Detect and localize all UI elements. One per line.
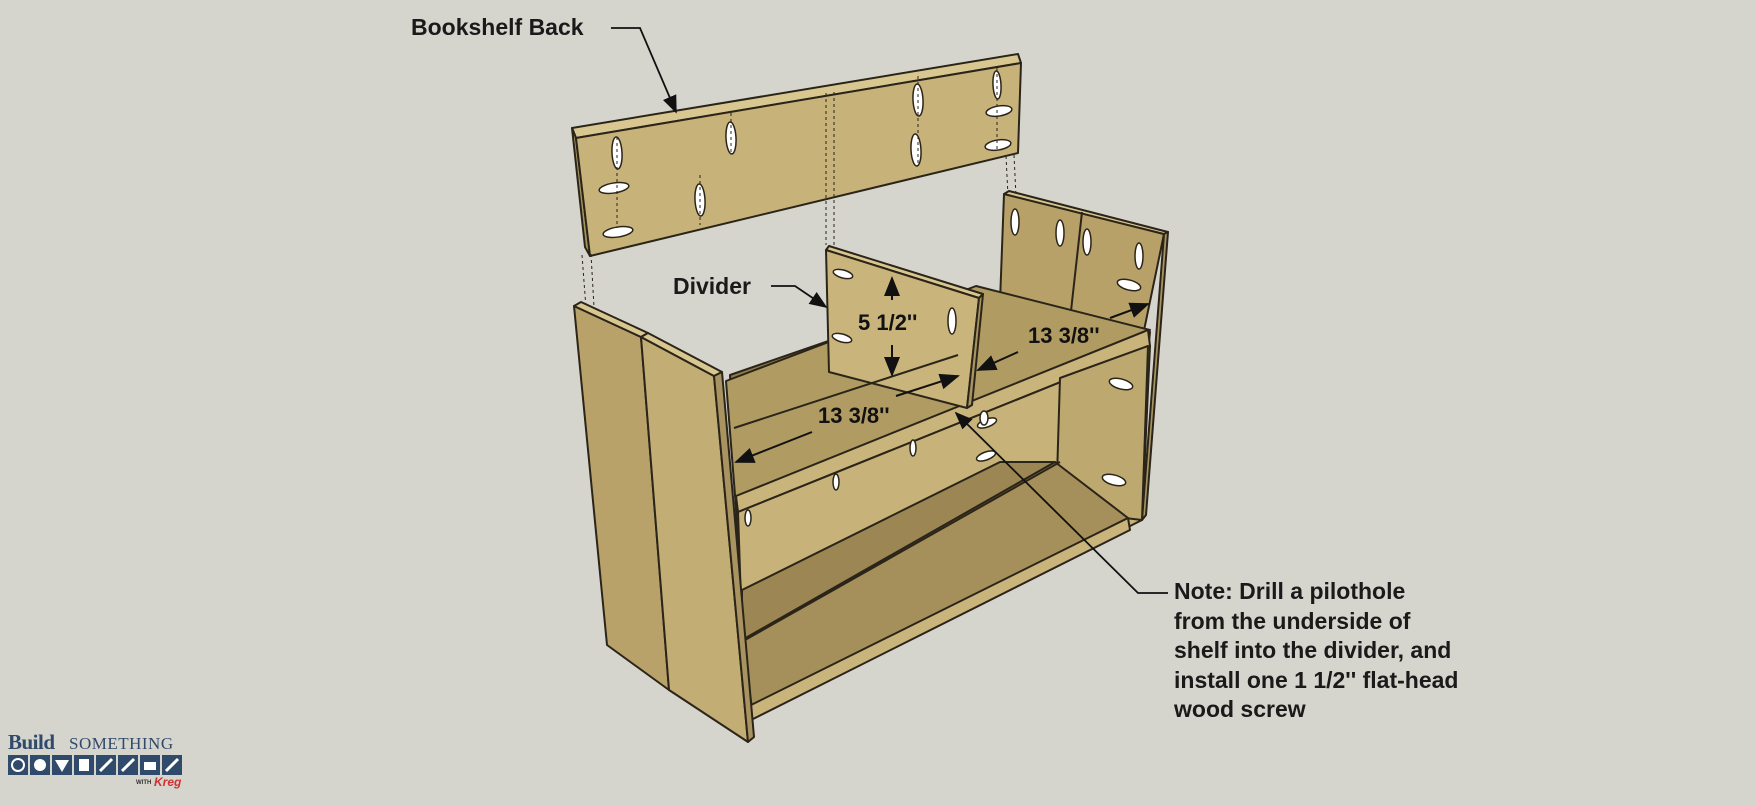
leader-lines <box>611 27 1168 594</box>
logo-build-text: Build <box>8 730 55 754</box>
note-line: shelf into the divider, and <box>1174 637 1452 663</box>
bookshelf-back-label: Bookshelf Back <box>411 14 584 40</box>
note-line: from the underside of <box>1174 607 1411 634</box>
side-pocket-holes <box>1010 208 1144 292</box>
logo-with-text: WITH <box>136 780 152 786</box>
buildsomething-logo: Build SOMETHING WITH Kreg <box>8 730 202 794</box>
right-shelf-width-dimension: 13 3/8'' <box>1028 323 1100 348</box>
back-pocket-holes <box>598 70 1013 239</box>
logo-something-text: SOMETHING <box>69 734 174 753</box>
note-line: install one 1 1/2'' flat-head <box>1174 666 1459 693</box>
left-shelf-width-dimension: 13 3/8'' <box>818 403 890 428</box>
divider-board <box>825 245 984 409</box>
alignment-guides <box>581 154 1017 309</box>
logo-tool-icons <box>8 755 182 775</box>
divider-pocket-holes <box>831 268 957 344</box>
note-line: Note: Drill a pilothole <box>1174 578 1406 604</box>
divider-label: Divider <box>673 273 751 299</box>
divider-height-dimension: 5 1/2'' <box>858 310 918 335</box>
back-hole-guides <box>616 68 998 245</box>
shelf-lines <box>733 354 1061 641</box>
logo-kreg-text: Kreg <box>154 775 182 789</box>
note-line: wood screw <box>1174 696 1306 722</box>
shelf-pocket-holes <box>744 377 1134 527</box>
bookshelf-back-board <box>571 53 1022 257</box>
assembly-note: Note: Drill a pilothole from the undersi… <box>1174 577 1458 725</box>
dimension-lines <box>734 276 1150 463</box>
